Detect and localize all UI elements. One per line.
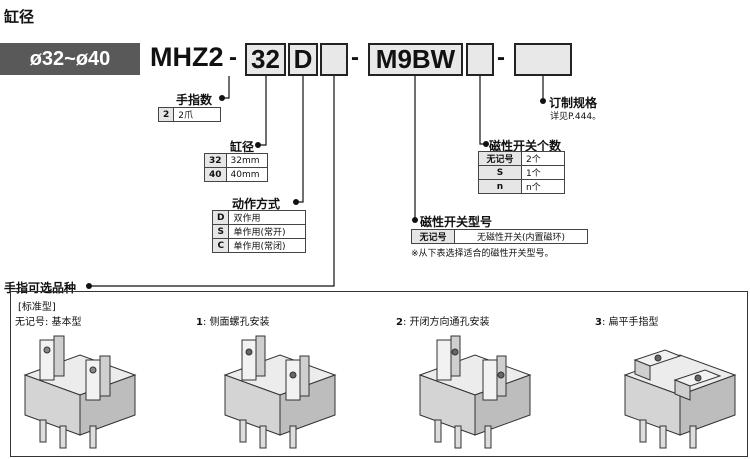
size-code-box: 32 bbox=[245, 43, 286, 76]
table-key: 无记号 bbox=[478, 151, 522, 166]
action-code-box: D bbox=[288, 43, 318, 76]
gripper-through-hole-illustration bbox=[418, 335, 532, 449]
leader-switch-qty bbox=[479, 76, 486, 145]
gripper-side-tap-illustration bbox=[223, 335, 337, 449]
switch-qty-code-box bbox=[466, 43, 494, 76]
table-value: 单作用(常开) bbox=[228, 224, 307, 239]
table-key: 无记号 bbox=[411, 229, 455, 244]
table-value: 1个 bbox=[521, 165, 565, 180]
section-title: 缸径 bbox=[4, 8, 35, 26]
separator-dash: - bbox=[229, 44, 237, 71]
table-value: 2个 bbox=[521, 151, 565, 166]
fingers-label: 手指数 bbox=[176, 93, 213, 107]
leader-bore bbox=[258, 76, 267, 146]
table-value: 32mm bbox=[225, 153, 268, 168]
table-key: C bbox=[211, 238, 230, 253]
table-key: 32 bbox=[204, 153, 227, 168]
bore-label: 缸径 bbox=[230, 140, 255, 154]
empty-code-box bbox=[320, 43, 348, 76]
table-value: 40mm bbox=[225, 167, 268, 182]
table-value: 2爪 bbox=[173, 107, 222, 122]
finger-option-frame bbox=[10, 291, 748, 457]
leader-dot bbox=[219, 95, 225, 101]
table-key: 2 bbox=[157, 107, 175, 122]
option-caption: 3: 扁平手指型 bbox=[595, 317, 659, 328]
switch-type-label: 磁性开关型号 bbox=[420, 215, 493, 229]
table-value: 单作用(常闭) bbox=[228, 238, 307, 253]
option-caption: 1: 侧面螺孔安装 bbox=[196, 317, 270, 328]
table-key: n bbox=[478, 179, 522, 194]
leader-dot bbox=[293, 199, 299, 205]
table-key: 40 bbox=[204, 167, 227, 182]
separator-dash: - bbox=[351, 44, 359, 71]
leader-dot bbox=[540, 98, 546, 104]
custom-code-box bbox=[514, 43, 572, 76]
table-value: 无磁性开关(内置磁环) bbox=[454, 229, 588, 244]
leader-dot bbox=[255, 142, 261, 148]
custom-label: 订制规格 bbox=[549, 96, 598, 110]
table-value: 双作用 bbox=[228, 210, 307, 225]
switch-qty-label: 磁性开关个数 bbox=[489, 139, 562, 153]
switch-type-table: 无记号无磁性开关(内置磁环) bbox=[411, 229, 588, 244]
leader-dot bbox=[86, 283, 92, 289]
option-caption: 2: 开闭方向通孔安装 bbox=[396, 317, 490, 328]
leader-action bbox=[296, 76, 304, 203]
table-key: S bbox=[211, 224, 230, 239]
model-prefix: MHZ2 bbox=[150, 42, 224, 72]
custom-note: 详见P.444。 bbox=[550, 112, 602, 122]
table-row: 无记号无磁性开关(内置磁环) bbox=[411, 229, 588, 244]
table-key: S bbox=[478, 165, 522, 180]
action-label: 动作方式 bbox=[232, 197, 281, 211]
table-key: D bbox=[211, 210, 230, 225]
leader-finger-option bbox=[90, 76, 335, 287]
switch-code-box: M9BW bbox=[368, 43, 463, 76]
standard-title: [标准型] bbox=[18, 302, 56, 313]
table-value: n个 bbox=[521, 179, 565, 194]
option-caption: 无记号: 基本型 bbox=[15, 317, 82, 328]
leader-dot bbox=[412, 217, 418, 223]
bore-range-box: ø32~ø40 bbox=[0, 43, 140, 75]
separator-dash: - bbox=[497, 44, 505, 71]
gripper-flat-finger-illustration bbox=[623, 349, 737, 449]
switch-type-note: ※从下表选择适合的磁性开关型号。 bbox=[411, 249, 554, 259]
leader-dot bbox=[483, 141, 489, 147]
gripper-basic-illustration bbox=[23, 335, 137, 449]
